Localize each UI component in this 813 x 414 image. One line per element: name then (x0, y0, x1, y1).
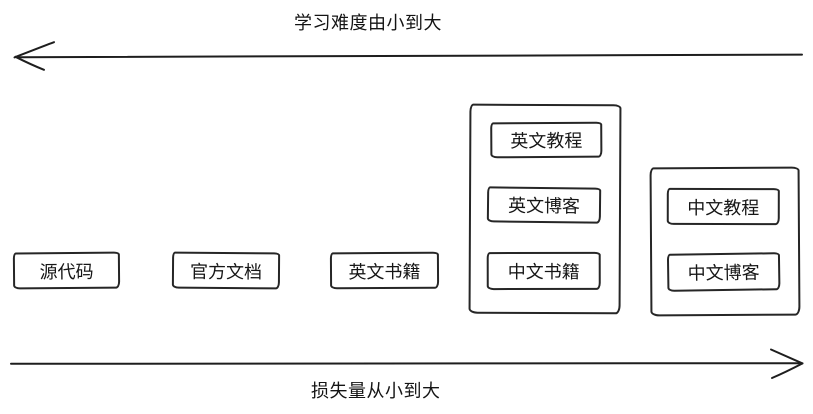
node-english-tutorials: 英文教程 (490, 121, 603, 159)
node-chinese-blogs-label: 中文博客 (687, 262, 760, 284)
bottom-arrow-line (10, 362, 800, 365)
bottom-arrow-head-lower (771, 362, 804, 379)
node-chinese-tutorials-label: 中文教程 (687, 197, 760, 218)
node-english-books-label: 英文书籍 (348, 261, 421, 282)
node-chinese-blogs: 中文博客 (666, 252, 781, 292)
bottom-axis-right-arrow-icon (10, 348, 804, 379)
node-chinese-books-label: 中文书籍 (507, 261, 580, 283)
node-english-blogs-label: 英文博客 (507, 195, 581, 217)
node-official-docs: 官方文档 (171, 251, 281, 290)
node-chinese-books: 中文书籍 (486, 251, 601, 291)
top-axis-label: 学习难度由小到大 (294, 13, 442, 33)
top-arrow-line (17, 53, 803, 59)
node-source-code-label: 源代码 (39, 261, 94, 282)
group-box-2: 中文教程 中文博客 (649, 166, 801, 317)
node-english-books: 英文书籍 (329, 251, 440, 290)
node-source-code: 源代码 (12, 251, 121, 290)
node-chinese-tutorials: 中文教程 (666, 187, 780, 226)
top-arrow-head-upper (13, 41, 55, 59)
node-english-tutorials-label: 英文教程 (510, 130, 583, 152)
bottom-arrow-head-upper (770, 348, 804, 365)
node-english-blogs: 英文博客 (486, 186, 602, 224)
group-box-1: 英文教程 英文博客 中文书籍 (468, 103, 622, 315)
node-official-docs-label: 官方文档 (189, 261, 263, 282)
top-axis-left-arrow-icon (13, 41, 803, 71)
top-arrow-head-lower (14, 55, 45, 71)
bottom-axis-label: 损失量从小到大 (311, 381, 441, 401)
